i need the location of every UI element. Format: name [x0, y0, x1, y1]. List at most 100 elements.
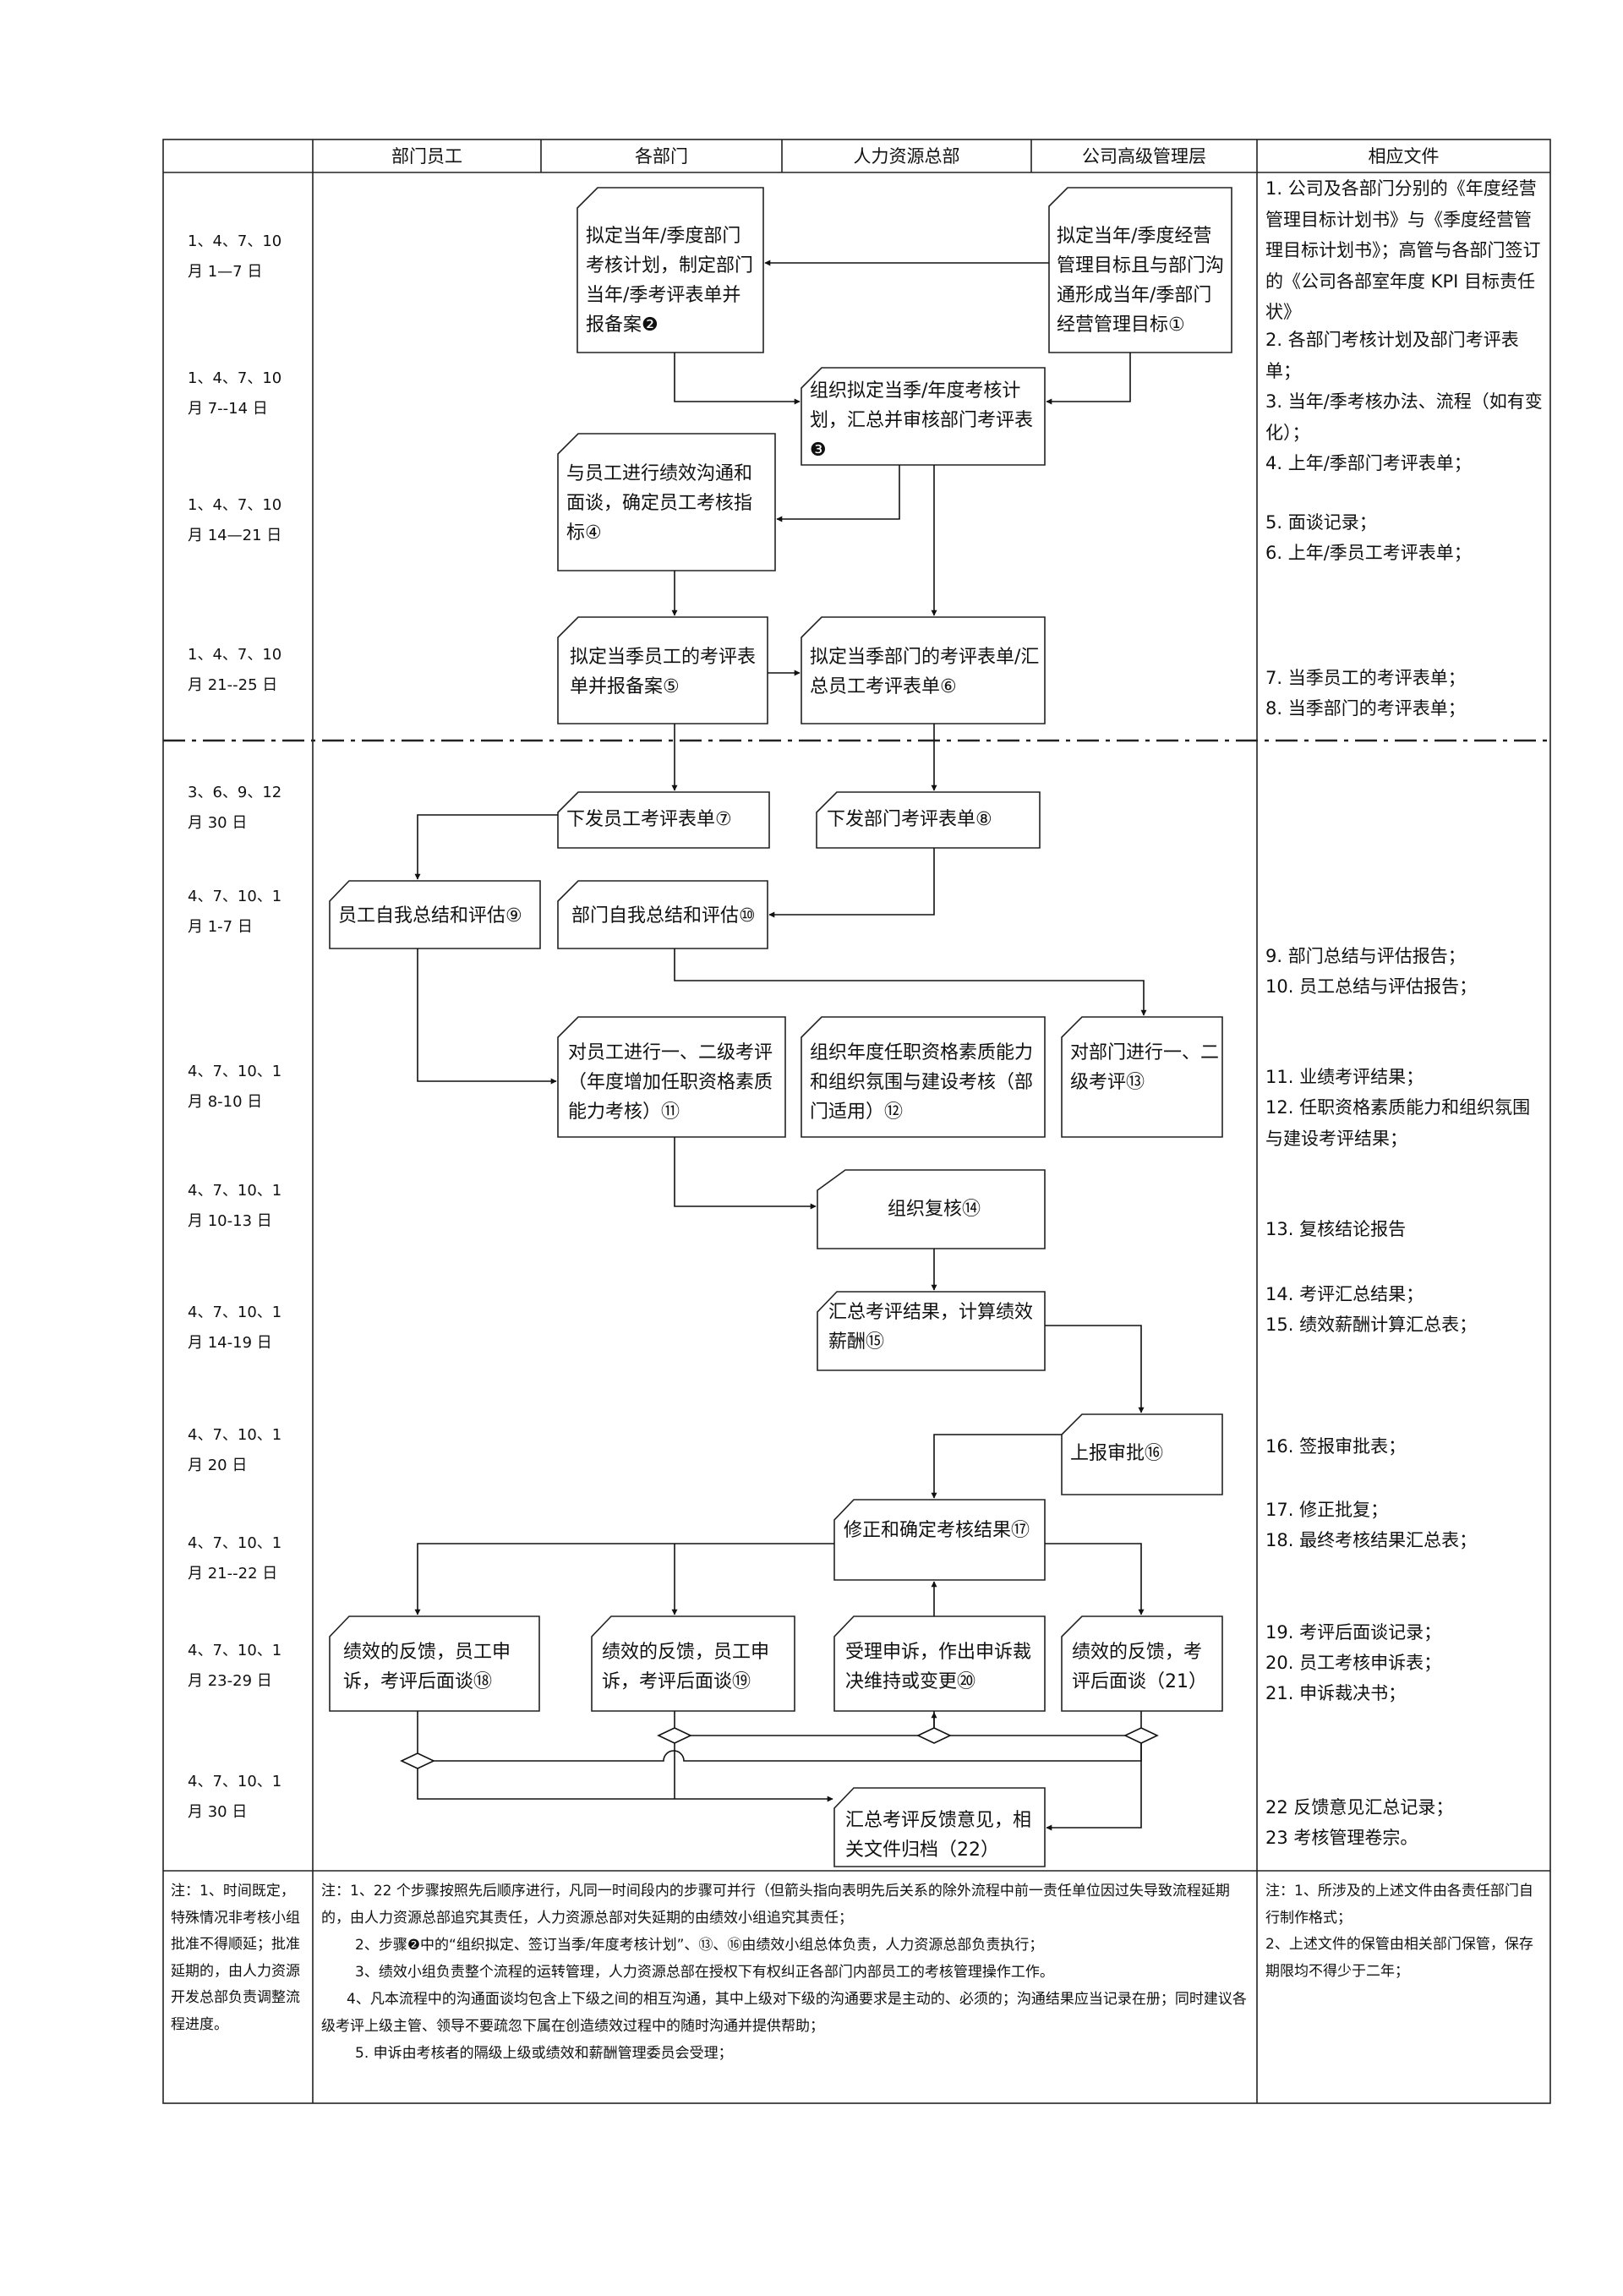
step-17-text: 修正和确定考核结果⑰ — [844, 1520, 1030, 1541]
note-middle-3: 3、绩效小组负责整个流程的运转管理，人力资源总部在授权下有权纠正各部门内部员工的… — [355, 1964, 1054, 1981]
time-8: 4、7、10、1 月 10-13 日 — [188, 1182, 282, 1230]
step-5-text: 拟定当季员工的考评表单并报备案⑤ — [570, 647, 757, 697]
doc-14: 14. 考评汇总结果； — [1265, 1284, 1424, 1304]
step-box-10 — [557, 880, 768, 949]
time-12: 4、7、10、1 月 23-29 日 — [188, 1642, 282, 1690]
step-box-11 — [557, 1016, 786, 1138]
doc-2: 2. 各部门考核计划及部门考评表单； — [1265, 330, 1519, 381]
note-left: 注：1、时间既定，特殊情况非考核小组批准不得顺延；批准延期的，由人力资源开发总部… — [171, 1883, 300, 2033]
line-merge-horizontal — [432, 1741, 1142, 1762]
arrow-1-to-3 — [1046, 353, 1131, 405]
step-18-text: 绩效的反馈，员工申诉，考评后面谈⑱ — [343, 1642, 511, 1692]
doc-12: 12. 任职资格素质能力和组织氛围与建设考评结果； — [1265, 1097, 1531, 1149]
step-box-5 — [557, 616, 768, 724]
doc-21: 21. 申诉裁决书； — [1265, 1683, 1407, 1703]
step-box-15 — [817, 1291, 1046, 1371]
step-7-text: 下发员工考评表单⑦ — [566, 809, 732, 830]
arrow-10-to-13 — [674, 948, 1147, 1016]
time-6: 4、7、10、1 月 1-7 日 — [188, 888, 282, 936]
note-middle-1: 注：1、22 个步骤按照先后顺序进行，凡同一时间段内的步骤可并行（但箭头指向表明… — [321, 1883, 1230, 1927]
step-15-text: 汇总考评结果，计算绩效薪酬⑮ — [828, 1302, 1034, 1353]
header-documents: 相应文件 — [1368, 146, 1440, 167]
time-1: 1、4、7、10 月 1—7 日 — [188, 232, 282, 281]
doc-16: 16. 签报审批表； — [1265, 1436, 1407, 1457]
note-middle-2: 2、步骤❷中的“组织拟定、签订当季/年度考核计划”、⑬、⑯由绩效小组总体负责，人… — [355, 1937, 1044, 1954]
time-13: 4、7、10、1 月 30 日 — [188, 1773, 282, 1821]
step-box-18 — [329, 1615, 540, 1712]
arrow-merge-to-22 — [417, 1767, 833, 1802]
arrow-17-to-21 — [1045, 1543, 1145, 1615]
step-box-9 — [329, 880, 541, 949]
step-box-8 — [816, 791, 1041, 849]
arrow-3-to-4 — [776, 465, 900, 522]
step-box-21 — [1061, 1615, 1223, 1712]
header-employee: 部门员工 — [391, 146, 462, 167]
step-box-6 — [801, 616, 1046, 724]
step-box-16 — [1061, 1413, 1223, 1495]
arrow-11-to-14 — [674, 1137, 817, 1210]
header-management: 公司高级管理层 — [1082, 146, 1206, 167]
step-16-text: 上报审批⑯ — [1070, 1443, 1164, 1464]
decision-diamond-21 — [1123, 1727, 1159, 1744]
decision-diamond-19 — [657, 1727, 692, 1744]
arrow-2-to-3 — [674, 353, 801, 405]
step-8-text: 下发部门考评表单⑧ — [827, 809, 992, 830]
time-11: 4、7、10、1 月 21--22 日 — [188, 1534, 282, 1583]
time-2: 1、4、7、10 月 7--14 日 — [188, 369, 282, 418]
step-12-text: 组织年度任职资格素质能力和组织氛围与建设考核（部门适用）⑫ — [810, 1042, 1034, 1123]
arrow-17-to-18 — [414, 1543, 834, 1615]
doc-11: 11. 业绩考评结果； — [1265, 1067, 1424, 1087]
time-9: 4、7、10、1 月 14-19 日 — [188, 1304, 282, 1352]
step-box-2 — [577, 187, 764, 353]
step-1-text: 拟定当年/季度经营管理目标且与部门沟通形成当年/季部门经营管理目标① — [1057, 226, 1224, 336]
doc-6: 6. 上年/季员工考评表单； — [1265, 543, 1472, 563]
arrow-9-to-11 — [417, 948, 557, 1085]
doc-22: 22 反馈意见汇总记录； — [1265, 1797, 1454, 1818]
step-4-text: 与员工进行绩效沟通和面谈，确定员工考核指标④ — [566, 463, 753, 544]
step-box-14 — [817, 1169, 1046, 1249]
time-3: 1、4、7、10 月 14—21 日 — [188, 496, 282, 544]
doc-13: 13. 复核结论报告 — [1265, 1219, 1407, 1239]
step-11-text: 对员工进行一、二级考评（年度增加任职资格素质能力考核）⑪ — [568, 1042, 773, 1123]
doc-1: 1. 公司及各部门分别的《年度经营管理目标计划书》与《季度经营管理目标计划书》；… — [1265, 178, 1541, 322]
doc-15: 15. 绩效薪酬计算汇总表； — [1265, 1315, 1478, 1335]
step-6-text: 拟定当季部门的考评表单/汇总员工考评表单⑥ — [810, 647, 1040, 697]
doc-3: 3. 当年/季考核办法、流程（如有变化）； — [1265, 391, 1543, 443]
step-box-19 — [591, 1615, 795, 1712]
step-box-3 — [801, 367, 1046, 466]
step-box-1 — [1048, 187, 1232, 353]
doc-19: 19. 考评后面谈记录； — [1265, 1622, 1442, 1643]
note-right: 注：1、所涉及的上述文件由各责任部门自行制作格式； 2、上述文件的保管由相关部门… — [1265, 1883, 1533, 1980]
doc-23: 23 考核管理卷宗。 — [1265, 1828, 1418, 1848]
doc-8: 8. 当季部门的考评表单； — [1265, 698, 1466, 719]
step-13-text: 对部门进行一、二级考评⑬ — [1070, 1042, 1219, 1093]
decision-diamond-18 — [400, 1752, 435, 1769]
doc-18: 18. 最终考核结果汇总表； — [1265, 1530, 1478, 1550]
step-box-17 — [833, 1499, 1046, 1581]
step-22-text: 汇总考评反馈意见，相关文件归档（22） — [845, 1810, 1032, 1861]
step-box-4 — [557, 433, 776, 571]
step-box-12 — [801, 1016, 1046, 1138]
time-10: 4、7、10、1 月 20 日 — [188, 1426, 282, 1474]
step-3-text: 组织拟定当季/年度考核计划，汇总并审核部门考评表❸ — [810, 380, 1034, 461]
step-20-text: 受理申诉，作出申诉裁决维持或变更⑳ — [845, 1642, 1032, 1692]
arrow-21-to-22 — [1046, 1741, 1142, 1831]
note-middle-4: 4、凡本流程中的沟通面谈均包含上下级之间的相互沟通，其中上级对下级的沟通要求是主… — [321, 1991, 1247, 2035]
step-box-7 — [557, 791, 770, 849]
note-middle-5: 5. 申诉由考核者的隔级上级或绩效和薪酬管理委员会受理； — [355, 2045, 733, 2062]
arrow-15-to-16 — [1045, 1325, 1145, 1413]
time-7: 4、7、10、1 月 8-10 日 — [188, 1063, 282, 1111]
decision-diamond-20 — [916, 1727, 952, 1744]
step-box-22 — [833, 1787, 1046, 1867]
step-9-text: 员工自我总结和评估⑨ — [338, 905, 522, 927]
time-5: 3、6、9、12 月 30 日 — [188, 784, 282, 832]
step-19-text: 绩效的反馈，员工申诉，考评后面谈⑲ — [602, 1642, 770, 1692]
arrow-8-to-10 — [768, 848, 935, 918]
step-14-text: 组织复核⑭ — [888, 1199, 981, 1220]
header-department: 各部门 — [635, 146, 688, 167]
doc-7: 7. 当季员工的考评表单； — [1265, 668, 1466, 688]
step-21-text: 绩效的反馈，考评后面谈（21） — [1072, 1642, 1207, 1692]
doc-5: 5. 面谈记录； — [1265, 512, 1377, 533]
doc-9: 9. 部门总结与评估报告； — [1265, 946, 1466, 966]
